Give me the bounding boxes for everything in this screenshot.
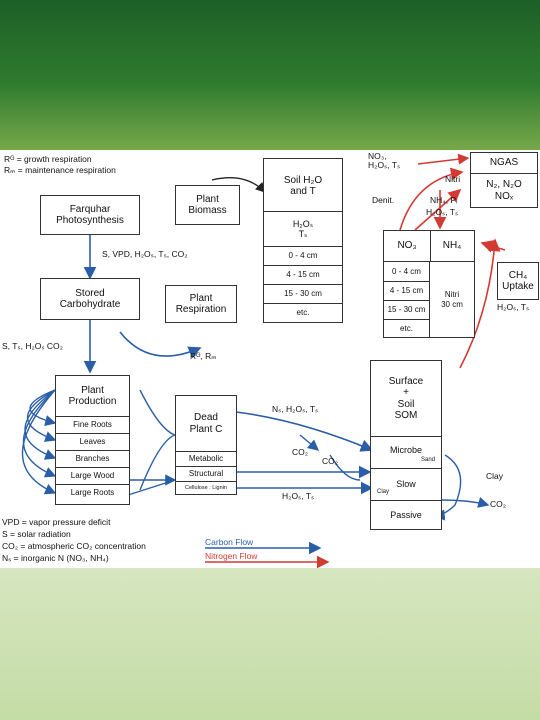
no3-ts-label: NO₃, H₂Oₛ, Tₛ <box>368 151 401 171</box>
nh4-pi-label: NH₄, Pᵢ <box>430 195 458 205</box>
ngas-box: NGAS N₂, N₂O NOₓ <box>470 152 538 208</box>
soil-layer: 4 - 15 cm <box>264 265 342 284</box>
soil-layer: etc. <box>264 303 342 322</box>
som-title: Surface + Soil SOM <box>388 375 424 422</box>
plant-biomass-box: Plant Biomass <box>175 185 240 225</box>
carbon-flow-legend: Carbon Flow <box>205 537 254 547</box>
plant-production-box: Plant Production Fine Roots Leaves Branc… <box>55 375 130 505</box>
ngas-title: NGAS <box>489 157 519 169</box>
microbe-cell: Microbe <box>371 436 441 468</box>
co2-label-a: CO₂ <box>292 447 309 457</box>
dead-plant-box: Dead Plant C Metabolic Structural Cellul… <box>175 395 237 495</box>
passive-cell: Passive <box>371 500 441 529</box>
dead-item: Metabolic <box>176 451 236 466</box>
bottom-green-band <box>0 568 540 720</box>
dead-plant-title: Dead Plant C <box>189 412 223 435</box>
plant-production-title: Plant Production <box>68 384 117 408</box>
prod-item: Large Roots <box>56 484 129 501</box>
ngas-sub: N₂, N₂O NOₓ <box>471 173 537 207</box>
stored-inputs-label: S, Tₛ, H₂Oₛ CO₂ <box>2 341 63 351</box>
clay-label: Clay <box>486 471 504 481</box>
prod-item: Branches <box>56 450 129 467</box>
soil-h2o-box: Soil H₂O and T H₂Oₛ Tₛ 0 - 4 cm 4 - 15 c… <box>263 158 343 323</box>
prod-item: Fine Roots <box>56 416 129 433</box>
no3-layer: 4 - 15 cm <box>384 281 429 300</box>
legend-vpd: VPD = vapor pressure deficit <box>2 517 111 527</box>
sand-label: Sand <box>421 457 436 463</box>
farquhar-box: Farquhar Photosynthesis <box>40 195 140 235</box>
legend-rm: Rₘ = maintenance respiration <box>4 165 116 175</box>
prod-item: Large Wood <box>56 467 129 484</box>
dead-item: Cellulose : Lignin <box>176 481 236 494</box>
ns-inputs-label: Nₛ, H₂Oₛ, Tₛ <box>272 404 319 414</box>
nitri-label: Nitri <box>445 174 461 184</box>
photo-inputs-label: S, VPD, H₂Oₛ, Tₛ, CO₂ <box>102 249 188 259</box>
nitri-30cm: Nitri 30 cm <box>430 261 474 337</box>
bottom-inputs-label: H₂Oₛ, Tₛ <box>282 491 315 501</box>
legend-ns: Nₛ = inorganic N (NO₃, NH₄) <box>2 553 109 563</box>
som-box: Surface + Soil SOM Microbe Sand Slow Cla… <box>370 360 442 530</box>
stored-carbohydrate-box: Stored Carbohydrate <box>40 278 140 320</box>
denit-label: Denit. <box>372 195 395 205</box>
ch4-inputs-label: H₂Oₛ, Tₛ <box>497 302 530 312</box>
no3-nh4-box: NO₃ NH₄ 0 - 4 cm 4 - 15 cm 15 - 30 cm et… <box>383 230 475 338</box>
legend-s: S = solar radiation <box>2 529 71 539</box>
rg-rm-label: Rᴳ, Rₘ <box>190 351 217 361</box>
nitrogen-flow-legend: Nitrogen Flow <box>205 551 258 561</box>
plant-respiration-box: Plant Respiration <box>165 285 237 323</box>
no3-layer: etc. <box>384 319 429 338</box>
soil-h2o-sub: H₂Oₛ Tₛ <box>264 211 342 246</box>
nh4-title: NH₄ <box>442 240 462 252</box>
no3-title: NO₃ <box>384 231 431 261</box>
nitri-inputs-label: H₂Oₛ, Tₛ <box>426 207 459 217</box>
prod-item: Leaves <box>56 433 129 450</box>
ch4-uptake-box: CH₄ Uptake <box>497 262 539 300</box>
no3-layer: 0 - 4 cm <box>392 266 421 276</box>
soil-layer: 0 - 4 cm <box>264 246 342 265</box>
clay-small-label: Clay <box>377 489 390 495</box>
flow-arrows <box>21 153 506 568</box>
top-green-band <box>0 0 540 150</box>
dead-item: Structural <box>176 466 236 481</box>
legend-co2: CO₂ = atmospheric CO₂ concentration <box>2 541 146 551</box>
diagram-panel: Rᴳ = growth respiration Rₘ = maintenance… <box>0 150 540 568</box>
no3-layer: 15 - 30 cm <box>384 300 429 319</box>
legend-rg: Rᴳ = growth respiration <box>4 154 92 164</box>
soil-h2o-title: Soil H₂O and T <box>283 174 323 198</box>
soil-layer: 15 - 30 cm <box>264 284 342 303</box>
co2-label-b: CO₂ <box>322 456 339 466</box>
slow-cell: Slow <box>371 468 441 500</box>
co2-label-c: CO₂ <box>490 499 507 509</box>
